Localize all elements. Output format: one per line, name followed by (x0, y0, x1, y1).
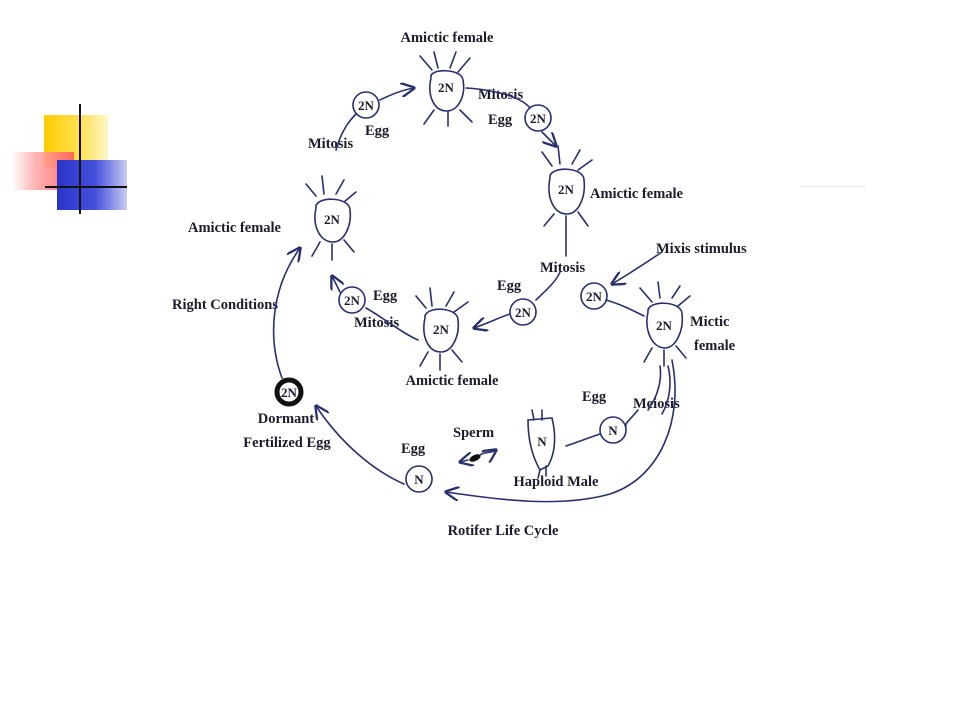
arrow-meiosis-to-egg (624, 409, 639, 427)
label-amictic-female-top: Amictic female (401, 30, 495, 46)
arrow-to-dormant (316, 406, 405, 485)
egg-center-left: 2N (338, 286, 366, 314)
ploidy-2n: 2N (281, 385, 298, 400)
decor-vertical-line (79, 104, 81, 214)
ploidy-2n: 2N (515, 305, 532, 320)
arrow-bottom-to-egg (365, 307, 419, 341)
arrow-right-conditions (272, 248, 300, 379)
label-mitosis-center-left: Mitosis (354, 315, 399, 331)
label-dormant-line1: Dormant (258, 411, 315, 427)
arrow-egg-to-male (565, 433, 601, 447)
ploidy-2n: 2N (433, 322, 450, 337)
ploidy-2n: 2N (656, 318, 673, 333)
label-egg-haploid: Egg (401, 441, 426, 457)
label-haploid-male: Haploid Male (514, 474, 600, 490)
egg-top-right: 2N (524, 104, 552, 132)
mictic-female: 2N Mictic female (639, 281, 736, 367)
line-mictic-meiosis-2 (661, 365, 671, 415)
label-egg-center: Egg (497, 278, 522, 294)
ploidy-n: N (608, 423, 618, 438)
label-meiosis: Meiosis (633, 396, 680, 412)
arrow-to-mictic (605, 299, 645, 317)
label-right-conditions: Right Conditions (172, 297, 278, 313)
decor-blue-square (57, 160, 127, 210)
arrow-to-bottom-female (474, 313, 511, 328)
label-amictic-female-left: Amictic female (188, 220, 282, 236)
egg-mixis: 2N (580, 282, 608, 310)
egg-top-left: 2N (352, 91, 380, 119)
amictic-female-left: 2N Amictic female (188, 175, 357, 261)
haploid-male: N Haploid Male (514, 409, 600, 490)
label-sperm: Sperm (453, 425, 494, 441)
sperm (460, 450, 496, 463)
egg-meiosis-n: N (599, 416, 627, 444)
label-egg-meiosis: Egg (582, 389, 607, 405)
label-egg-center-left: Egg (373, 288, 398, 304)
arrow-egg-to-right-female (541, 131, 556, 146)
arrow-top-to-egg (465, 87, 531, 109)
label-mitosis-center: Mitosis (540, 260, 585, 276)
ploidy-2n: 2N (344, 293, 361, 308)
amictic-female-right: 2N Amictic female (541, 145, 684, 233)
arrow-mixis-stimulus (612, 251, 663, 284)
arrow-mictic-to-n-egg (446, 359, 676, 503)
label-amictic-female-right: Amictic female (590, 186, 684, 202)
ploidy-2n: 2N (586, 289, 603, 304)
arrow-egg-to-left-female (332, 276, 340, 293)
label-mitosis-top-left: Mitosis (308, 136, 353, 152)
arrow-to-egg-center (535, 271, 561, 301)
ploidy-2n: 2N (530, 111, 547, 126)
ploidy-n: N (537, 434, 547, 449)
ploidy-n: N (414, 472, 424, 487)
ploidy-2n: 2N (358, 98, 375, 113)
label-mictic-line1: Mictic (690, 314, 730, 330)
egg-haploid-n: N (405, 465, 433, 493)
amictic-female-top: 2N Amictic female (401, 30, 495, 127)
ploidy-2n: 2N (324, 212, 341, 227)
label-mixis-stimulus: Mixis stimulus (656, 241, 747, 257)
ploidy-2n: 2N (558, 182, 575, 197)
label-egg-top-right: Egg (488, 112, 513, 128)
arrow-left-to-egg (335, 113, 357, 151)
label-amictic-female-bottom: Amictic female (406, 373, 500, 389)
arrow-egg-to-top-female (379, 88, 414, 101)
label-dormant-line2: Fertilized Egg (243, 435, 331, 451)
label-egg-top-left: Egg (365, 123, 390, 139)
dormant-fertilized-egg: 2N Dormant Fertilized Egg (243, 377, 331, 451)
line-mictic-meiosis-1 (647, 365, 662, 411)
amictic-female-bottom: 2N Amictic female (406, 287, 500, 389)
decor-horizontal-line (45, 186, 127, 188)
diagram-caption: Rotifer Life Cycle (448, 523, 559, 539)
egg-center: 2N (509, 298, 537, 326)
decor-faint-line (800, 186, 866, 187)
label-mictic-line2: female (694, 338, 736, 354)
ploidy-2n: 2N (438, 80, 455, 95)
